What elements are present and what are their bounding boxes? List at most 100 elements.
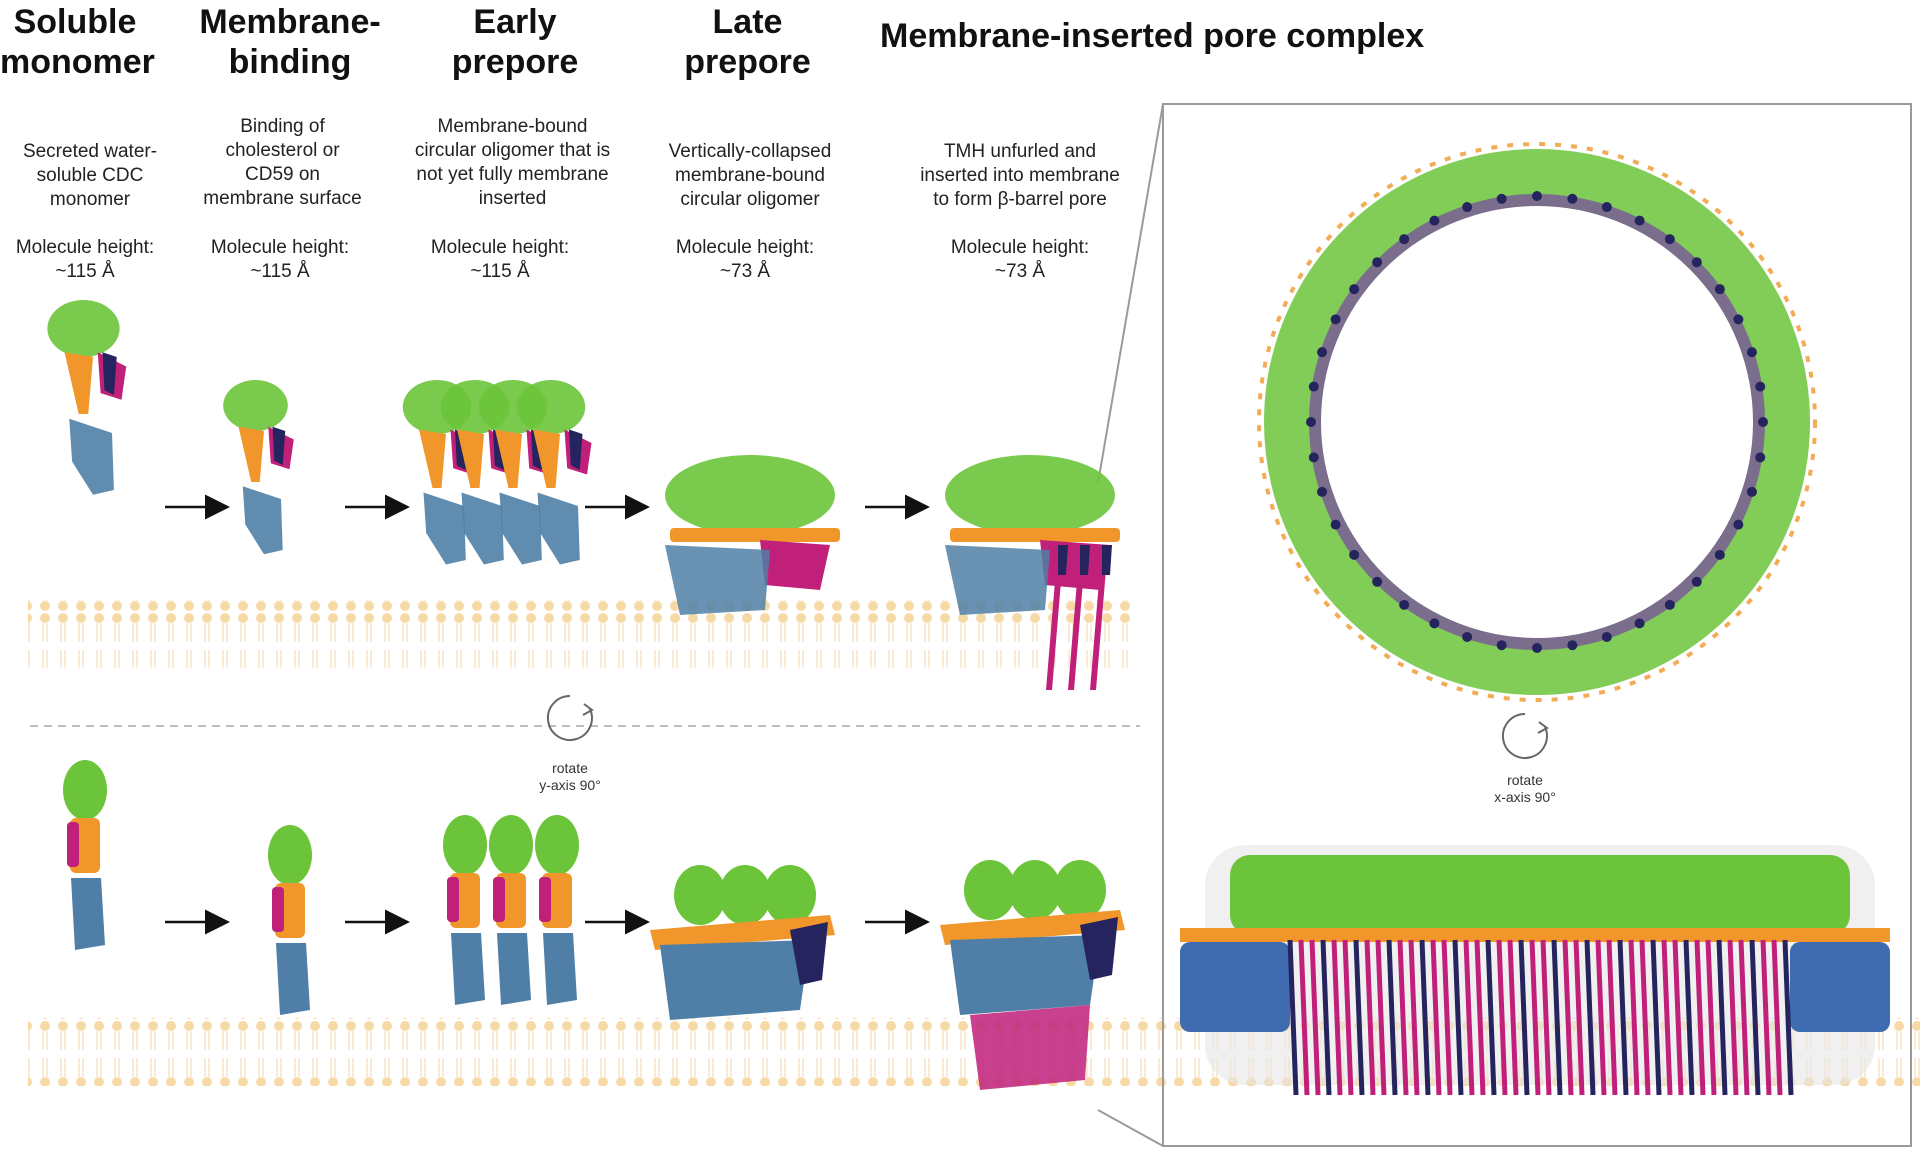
ring-subunit-marker xyxy=(1746,347,1757,358)
pore-barrel-strand xyxy=(1397,939,1409,1096)
pore-barrel-strand xyxy=(1562,939,1574,1096)
protein-side-late-prepore xyxy=(650,865,835,1020)
ring-subunit-marker xyxy=(1664,599,1675,610)
molecule-height-early-prepore: Molecule height: ~115 Å xyxy=(430,237,570,282)
pore-barrel-strand xyxy=(1309,939,1321,1096)
ring-subunit-marker xyxy=(1496,640,1507,651)
protein-side-soluble-monomer xyxy=(63,760,107,950)
pore-barrel-strand xyxy=(1771,939,1783,1096)
pore-barrel-strand xyxy=(1749,939,1761,1096)
pore-barrel-strand xyxy=(1320,939,1332,1096)
stage-description-soluble-monomer: Secreted water- soluble CDC monomer xyxy=(22,141,158,210)
protein-membrane-binding xyxy=(223,380,294,555)
pore-barrel-strand xyxy=(1518,939,1530,1096)
ring-subunit-marker xyxy=(1429,618,1440,629)
pore-barrel-strand xyxy=(1738,939,1750,1096)
ring-subunit-marker xyxy=(1349,284,1360,295)
ring-subunit-marker xyxy=(1462,631,1473,642)
pore-domain-blue-left xyxy=(1180,942,1290,1032)
molecule-height-soluble-monomer: Molecule height: ~115 Å xyxy=(15,237,155,282)
ring-domain-green xyxy=(1264,149,1810,695)
ring-subunit-marker xyxy=(1601,631,1612,642)
ring-subunit-marker xyxy=(1308,381,1319,392)
pore-domain-green xyxy=(1230,855,1850,935)
protein-soluble-monomer xyxy=(47,300,127,495)
stage-description-early-prepore: Membrane-bound circular oligomer that is… xyxy=(414,116,611,209)
pore-barrel-strand xyxy=(1430,939,1442,1096)
ring-subunit-marker xyxy=(1462,202,1473,213)
membrane-bilayer-top xyxy=(28,600,1138,668)
protein-structures xyxy=(47,300,1125,1090)
pore-barrel-strand xyxy=(1419,939,1431,1096)
pore-domain-orange xyxy=(1180,928,1890,942)
protein-side-membrane-binding xyxy=(268,825,312,1015)
protein-side-pore-stage xyxy=(940,860,1125,1090)
ring-subunit-marker xyxy=(1496,193,1507,204)
pore-barrel-strand xyxy=(1529,939,1541,1096)
ring-subunit-marker xyxy=(1372,576,1383,587)
ring-subunit-marker xyxy=(1330,519,1341,530)
ring-subunit-marker xyxy=(1691,257,1702,268)
ring-subunit-marker xyxy=(1733,314,1744,325)
ring-subunit-marker xyxy=(1317,486,1328,497)
ring-subunit-marker xyxy=(1532,191,1542,201)
protein-side-early-prepore-subunit xyxy=(443,815,487,1005)
ring-subunit-marker xyxy=(1714,549,1725,560)
protein-side-early-prepore-subunit xyxy=(535,815,579,1005)
ring-subunit-marker xyxy=(1349,549,1360,560)
protein-early-prepore-subunit xyxy=(516,380,592,565)
rotate-y-axis-icon xyxy=(546,694,594,741)
stage-description-membrane-binding: Binding of cholesterol or CD59 on membra… xyxy=(203,116,362,209)
pore-complex-panel xyxy=(1162,103,1912,1147)
ring-domain-orange xyxy=(1257,142,1817,702)
molecule-height-late-prepore: Molecule height: ~73 Å xyxy=(675,237,815,282)
ring-subunit-marker xyxy=(1306,417,1316,427)
ring-subunit-marker xyxy=(1634,215,1645,226)
pore-barrel-strand xyxy=(1408,939,1420,1096)
ring-subunit-marker xyxy=(1399,234,1410,245)
pore-barrel-strand xyxy=(1474,939,1486,1096)
ring-subunit-marker xyxy=(1372,257,1383,268)
pore-barrel-strand xyxy=(1452,939,1464,1096)
ring-subunit-marker xyxy=(1330,314,1341,325)
pore-barrel-strand xyxy=(1551,939,1563,1096)
pore-domain-blue-right xyxy=(1790,942,1890,1032)
molecule-height-membrane-binding: Molecule height: ~115 Å xyxy=(210,237,350,282)
pore-barrel-strand xyxy=(1485,939,1497,1096)
pore-barrel-strand xyxy=(1298,939,1310,1096)
pore-barrel-strand xyxy=(1628,939,1640,1096)
protein-late-prepore xyxy=(665,455,840,615)
stage-description-late-prepore: Vertically-collapsed membrane-bound circ… xyxy=(668,141,832,210)
pore-barrel-strand xyxy=(1507,939,1519,1096)
ring-subunit-marker xyxy=(1399,599,1410,610)
pore-barrel-strand xyxy=(1386,939,1398,1096)
pore-barrel-strand xyxy=(1364,939,1376,1096)
pore-barrel-strand xyxy=(1661,939,1673,1096)
ring-subunit-marker xyxy=(1755,381,1766,392)
pore-barrel-strand xyxy=(1694,939,1706,1096)
ring-subunit-marker xyxy=(1317,347,1328,358)
pore-barrel-strand xyxy=(1727,939,1739,1096)
zoom-line-top xyxy=(1097,103,1164,484)
pore-barrel-strand xyxy=(1540,939,1552,1096)
ring-beta-barrel xyxy=(1309,194,1765,650)
ring-subunit-marker xyxy=(1429,215,1440,226)
pore-side-view xyxy=(1180,845,1890,1096)
pore-barrel-strand xyxy=(1496,939,1508,1096)
zoom-line-bottom xyxy=(1097,1109,1164,1147)
stage-title-membrane-binding: Membrane- binding xyxy=(199,3,381,81)
ring-subunit-marker xyxy=(1755,452,1766,463)
protein-side-early-prepore-subunit xyxy=(489,815,533,1005)
ring-subunit-marker xyxy=(1634,618,1645,629)
ring-subunit-marker xyxy=(1308,452,1319,463)
pore-barrel-strand xyxy=(1683,939,1695,1096)
pore-barrel-strand xyxy=(1573,939,1585,1096)
ring-subunit-marker xyxy=(1532,643,1542,653)
pore-barrel-strand xyxy=(1617,939,1629,1096)
ring-subunit-marker xyxy=(1733,519,1744,530)
pore-barrel-strand xyxy=(1705,939,1717,1096)
stage-title-early-prepore: Early prepore xyxy=(451,3,579,81)
ring-subunit-marker xyxy=(1758,417,1768,427)
ring-subunit-marker xyxy=(1664,234,1675,245)
